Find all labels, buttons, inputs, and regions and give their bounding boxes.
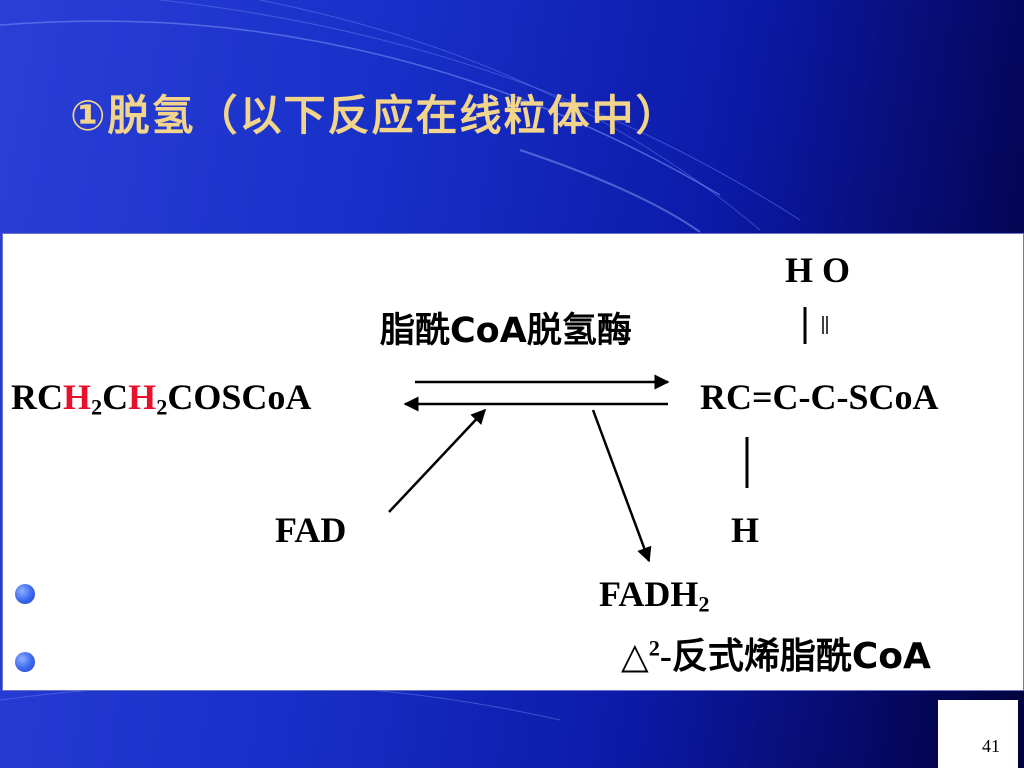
product-bottom-h: H xyxy=(731,510,760,550)
fad-label: FAD xyxy=(275,510,347,550)
fadh2-output-arrow xyxy=(591,409,652,563)
product-name: △2-反式烯脂酰CoA xyxy=(621,635,931,677)
product-top-atoms: H O xyxy=(785,250,851,290)
bullet-2 xyxy=(15,652,35,672)
fadh2-label: FADH2 xyxy=(599,574,710,617)
reaction-arrows xyxy=(388,307,828,563)
product-formula: RC=C-C-SCoA xyxy=(700,377,939,417)
page-number: 41 xyxy=(966,728,1016,764)
reaction-panel: H O 脂酰CoA脱氢酶 RCH2CH2COSCoA RC=C-C-SCoA F… xyxy=(2,233,1024,691)
enzyme-name: 脂酰CoA脱氢酶 xyxy=(380,311,632,351)
fad-input-arrow xyxy=(388,408,487,513)
slide-title: ①脱氢（以下反应在线粒体中） xyxy=(70,91,680,140)
substrate-formula: RCH2CH2COSCoA xyxy=(11,377,312,420)
bullet-1 xyxy=(15,584,35,604)
